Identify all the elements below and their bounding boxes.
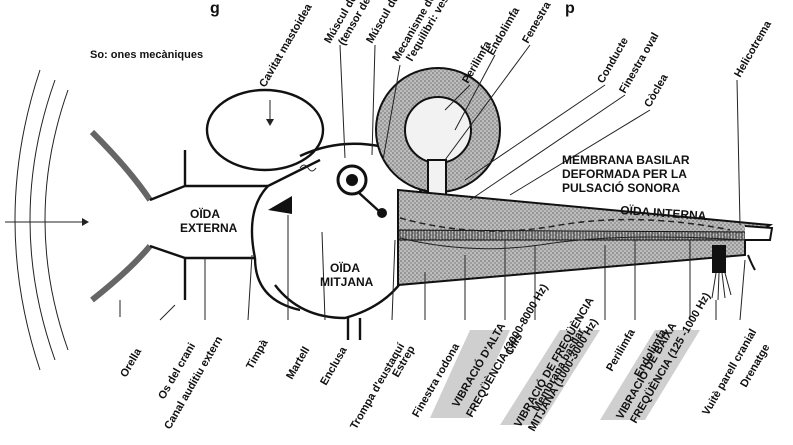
label-membrana-1: MEMBRANA BASILAR	[562, 153, 690, 167]
label-oida-mitjana-2: MITJANA	[320, 275, 374, 289]
label-oida-externa-1: OÏDA	[190, 206, 220, 221]
label-oida-externa-2: EXTERNA	[180, 221, 238, 235]
label-fenestra: Fenestra	[520, 0, 554, 46]
title-fragment-end: p	[565, 0, 575, 17]
label-cavitat: Cavitat mastoidea	[257, 1, 315, 89]
label-membrana-3: PULSACIÓ SONORA	[562, 180, 680, 195]
label-timpa: Timpà	[244, 337, 271, 372]
label-so: So: ones mecàniques	[90, 49, 203, 61]
cochlea	[398, 190, 772, 300]
sound-waves	[5, 70, 88, 370]
label-martell: Martell	[284, 345, 312, 382]
label-orella: Orella	[118, 346, 144, 380]
label-membrana-2: DEFORMADA PER LA	[562, 167, 687, 181]
label-endolimfa-top: Endolimfa	[485, 5, 522, 58]
mastoid-cavity	[207, 90, 323, 170]
label-enclusa: Enclusa	[318, 344, 350, 387]
label-coclea: Còclea	[642, 71, 671, 109]
label-oida-mitjana-1: OÏDA	[330, 260, 360, 275]
label-trompa: Trompa d'eustaquí	[348, 340, 408, 431]
label-helicotrema: Helicotrema	[732, 18, 774, 79]
title-fragment: g	[210, 0, 220, 17]
